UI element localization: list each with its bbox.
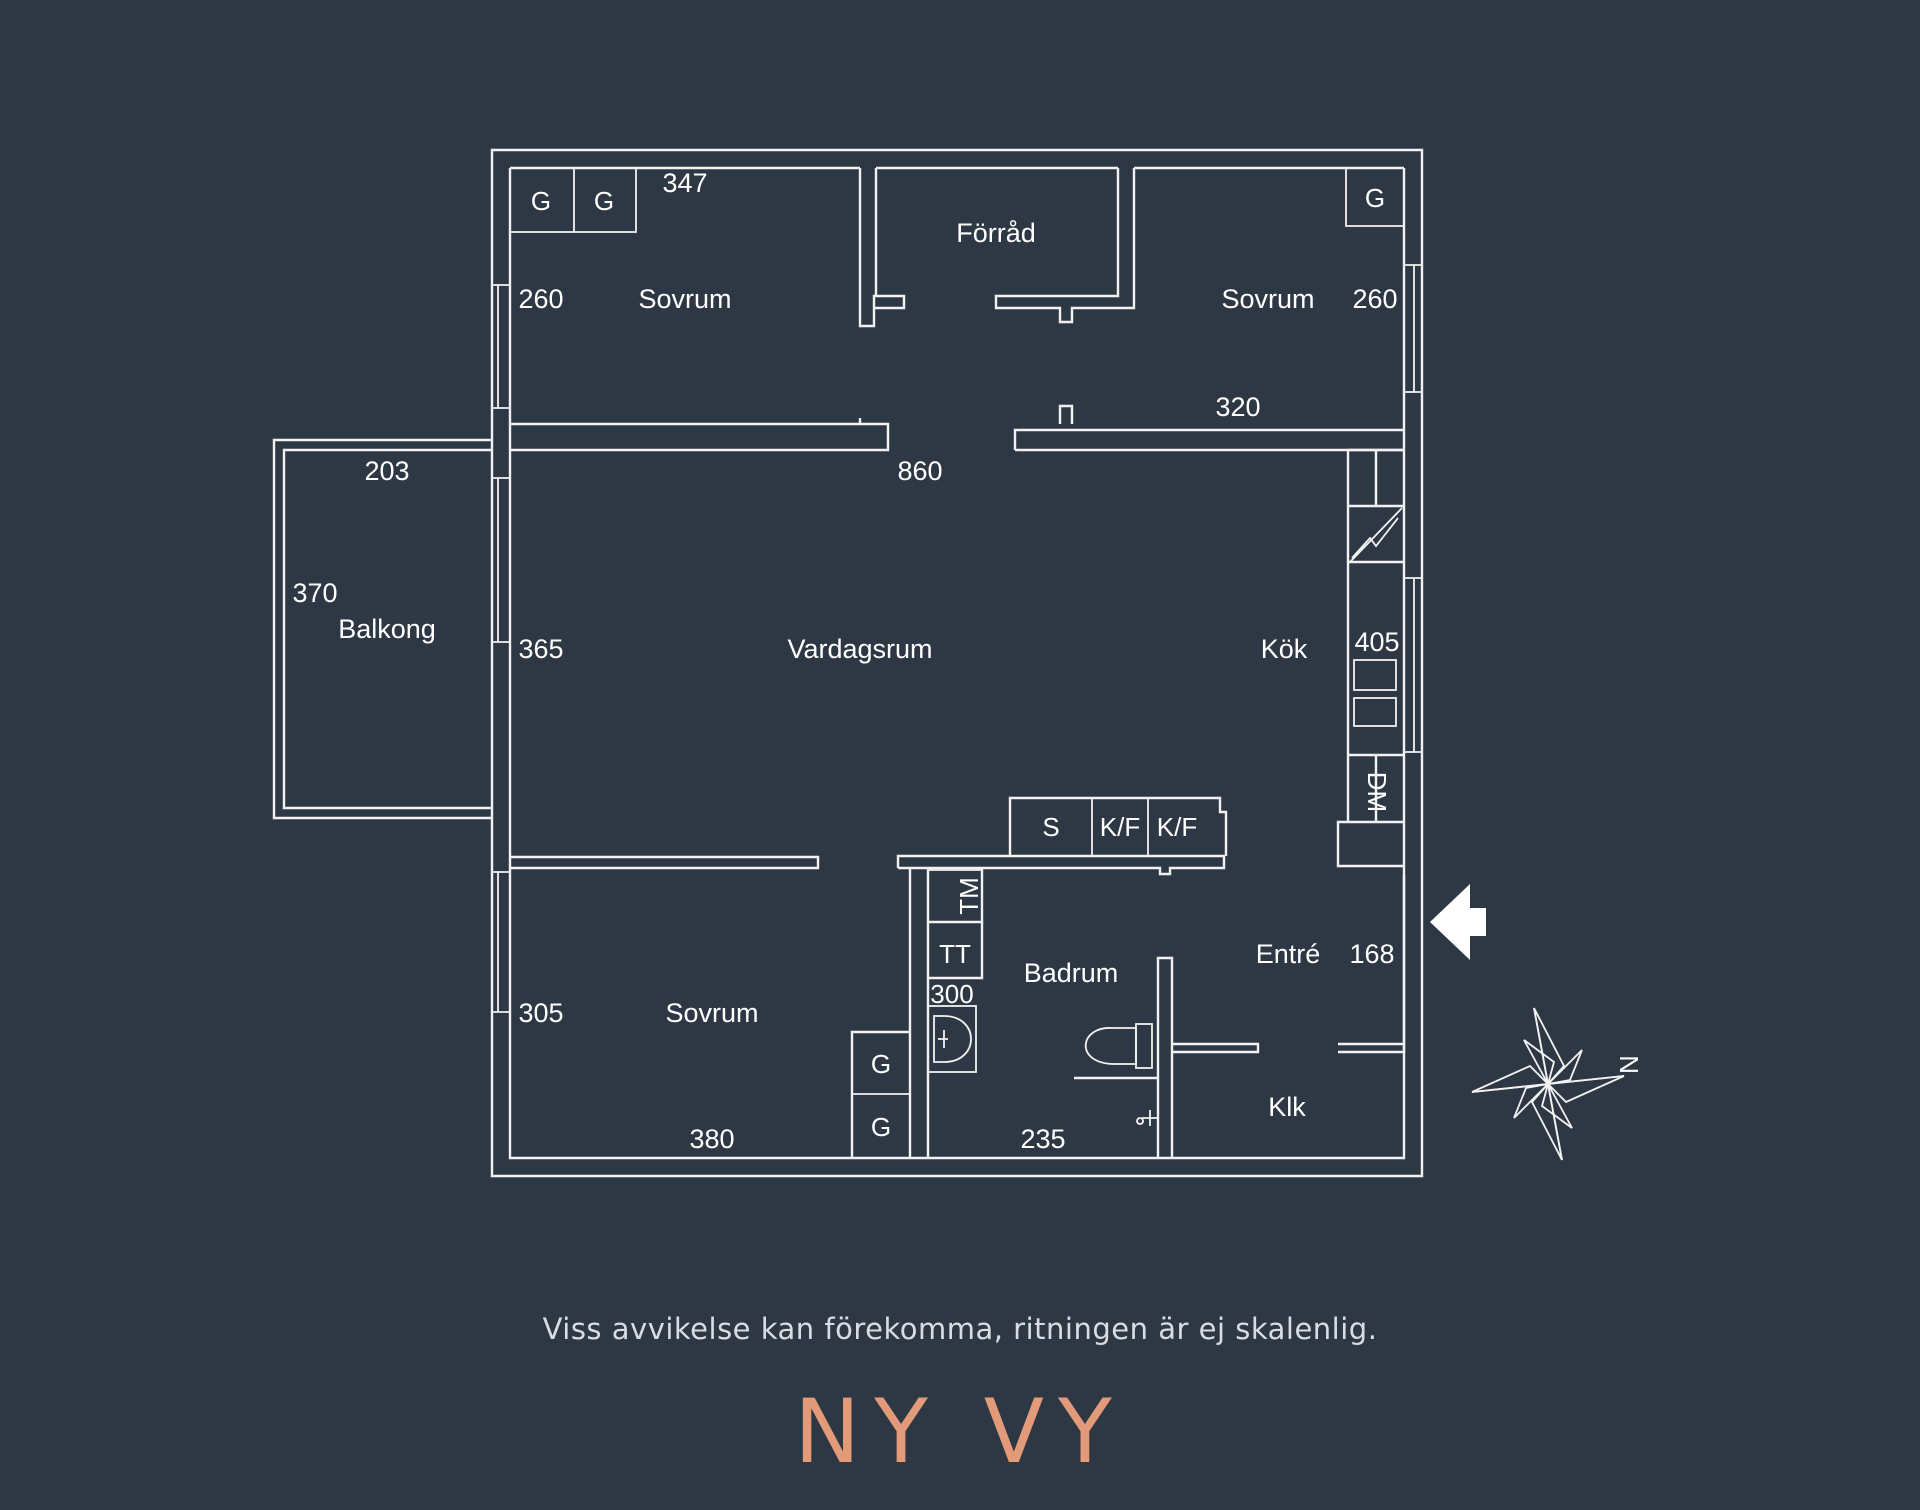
- room-klk: Klk: [1268, 1092, 1306, 1122]
- stove-icon: [1349, 507, 1403, 563]
- interior-walls: [510, 168, 1406, 1158]
- dimension-label: 347: [662, 168, 707, 198]
- room-balkong: Balkong: [338, 614, 436, 644]
- dimension-label: 365: [518, 634, 563, 664]
- fridge-freezer-label: K/F: [1157, 812, 1197, 842]
- room-sovrum-ne: Sovrum: [1221, 284, 1314, 314]
- entrance-arrow-icon: [1430, 884, 1486, 960]
- dimension-label: 860: [897, 456, 942, 486]
- outer-walls: [490, 148, 1424, 1178]
- disclaimer-text: Viss avvikelse kan förekomma, ritningen …: [542, 1312, 1378, 1346]
- room-forrad: Förråd: [956, 218, 1036, 248]
- dimension-label: 380: [689, 1124, 734, 1154]
- dimension-label: 235: [1020, 1124, 1065, 1154]
- room-kok: Kök: [1261, 634, 1308, 664]
- room-sovrum-sw: Sovrum: [665, 998, 758, 1028]
- room-entre: Entré: [1256, 939, 1321, 969]
- dryer-label: TT: [939, 939, 971, 969]
- compass-rose-icon: N: [1471, 1007, 1644, 1161]
- dimension-labels: 347 260 260 320 203 860 370 365 405 168 …: [292, 168, 1399, 1154]
- wardrobe-label: G: [1365, 183, 1385, 213]
- dimension-label: 260: [518, 284, 563, 314]
- dimension-label: 260: [1352, 284, 1397, 314]
- fridge-freezer-label: K/F: [1100, 812, 1140, 842]
- fixture-labels: G G G G G S K/F K/F TM TT DM: [531, 183, 1392, 1142]
- dimension-label: 168: [1349, 939, 1394, 969]
- brand-logo: NY VY: [794, 1380, 1126, 1483]
- wardrobe-label: G: [531, 186, 551, 216]
- dimension-label: 305: [518, 998, 563, 1028]
- wardrobe-label: G: [871, 1049, 891, 1079]
- balcony: [272, 438, 492, 820]
- dimension-label: 320: [1215, 392, 1260, 422]
- dimension-label: 370: [292, 578, 337, 608]
- wardrobe-label: G: [594, 186, 614, 216]
- dimension-label: 300: [930, 979, 973, 1009]
- wardrobe-label: G: [871, 1112, 891, 1142]
- sink-icon: [933, 1015, 972, 1063]
- toilet-icon: [1084, 1023, 1153, 1069]
- dimension-label: 203: [364, 456, 409, 486]
- compass-north-label: N: [1614, 1055, 1644, 1074]
- windows: [492, 264, 1422, 1013]
- sink-counter-label: S: [1042, 812, 1059, 842]
- room-labels: Sovrum Förråd Sovrum Balkong Vardagsrum …: [338, 218, 1320, 1122]
- room-vardagsrum: Vardagsrum: [787, 634, 932, 664]
- dishwasher-label: DM: [1362, 772, 1392, 812]
- washing-machine-label: TM: [954, 877, 984, 915]
- room-badrum: Badrum: [1024, 958, 1119, 988]
- room-sovrum-nw: Sovrum: [638, 284, 731, 314]
- dimension-label: 405: [1354, 627, 1399, 657]
